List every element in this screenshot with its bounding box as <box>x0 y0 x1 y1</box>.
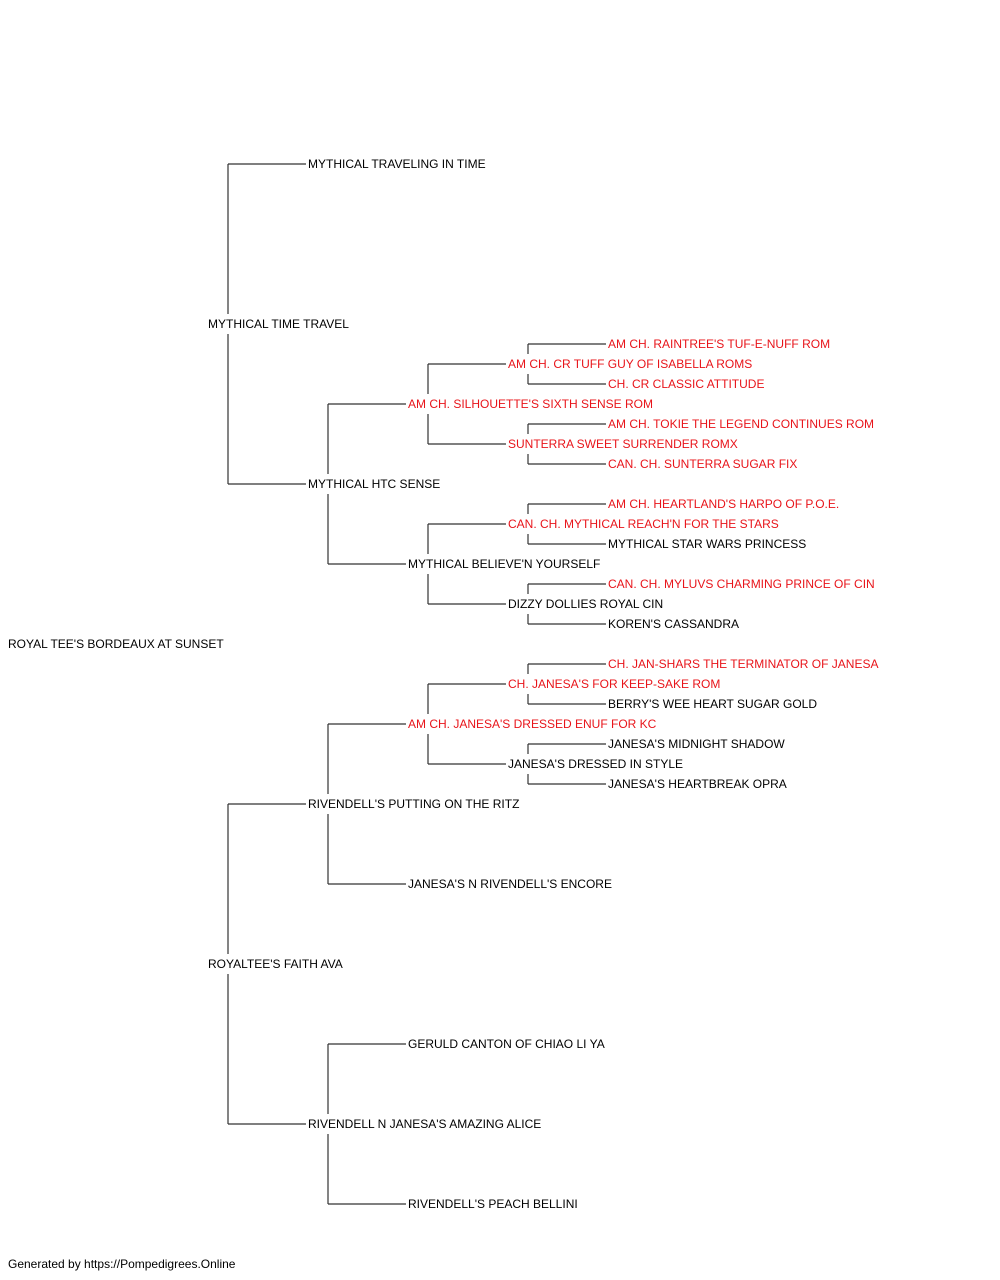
sire-dam-name[interactable]: MYTHICAL HTC SENSE <box>308 477 440 491</box>
dam-dam-name[interactable]: RIVENDELL N JANESA'S AMAZING ALICE <box>308 1117 541 1131</box>
subject-name[interactable]: ROYAL TEE'S BORDEAUX AT SUNSET <box>8 637 224 651</box>
sire-dam-sire-sire-dam-name[interactable]: CH. CR CLASSIC ATTITUDE <box>608 377 764 391</box>
sire-dam-dam-name[interactable]: MYTHICAL BELIEVE'N YOURSELF <box>408 557 600 571</box>
sire-dam-dam-dam-dam-name[interactable]: KOREN'S CASSANDRA <box>608 617 739 631</box>
dam-sire-sire-sire-name[interactable]: CH. JANESA'S FOR KEEP-SAKE ROM <box>508 677 720 691</box>
sire-name[interactable]: MYTHICAL TIME TRAVEL <box>208 317 349 331</box>
sire-dam-sire-dam-dam-name[interactable]: CAN. CH. SUNTERRA SUGAR FIX <box>608 457 797 471</box>
dam-sire-sire-dam-dam-name[interactable]: JANESA'S HEARTBREAK OPRA <box>608 777 787 791</box>
dam-sire-sire-sire-sire-name[interactable]: CH. JAN-SHARS THE TERMINATOR OF JANESA <box>608 657 878 671</box>
sire-dam-dam-sire-name[interactable]: CAN. CH. MYTHICAL REACH'N FOR THE STARS <box>508 517 779 531</box>
dam-sire-sire-name[interactable]: AM CH. JANESA'S DRESSED ENUF FOR KC <box>408 717 657 731</box>
dam-sire-sire-dam-name[interactable]: JANESA'S DRESSED IN STYLE <box>508 757 683 771</box>
sire-sire-name[interactable]: MYTHICAL TRAVELING IN TIME <box>308 157 486 171</box>
sire-dam-dam-sire-dam-name[interactable]: MYTHICAL STAR WARS PRINCESS <box>608 537 806 551</box>
dam-sire-dam-name[interactable]: JANESA'S N RIVENDELL'S ENCORE <box>408 877 612 891</box>
sire-dam-dam-dam-name[interactable]: DIZZY DOLLIES ROYAL CIN <box>508 597 663 611</box>
sire-dam-dam-dam-sire-name[interactable]: CAN. CH. MYLUVS CHARMING PRINCE OF CIN <box>608 577 875 591</box>
sire-dam-sire-name[interactable]: AM CH. SILHOUETTE'S SIXTH SENSE ROM <box>408 397 653 411</box>
sire-dam-sire-sire-sire-name[interactable]: AM CH. RAINTREE'S TUF-E-NUFF ROM <box>608 337 830 351</box>
dam-sire-sire-dam-sire-name[interactable]: JANESA'S MIDNIGHT SHADOW <box>608 737 785 751</box>
sire-dam-sire-dam-name[interactable]: SUNTERRA SWEET SURRENDER ROMX <box>508 437 738 451</box>
sire-dam-sire-sire-name[interactable]: AM CH. CR TUFF GUY OF ISABELLA ROMS <box>508 357 752 371</box>
dam-name[interactable]: ROYALTEE'S FAITH AVA <box>208 957 343 971</box>
sire-dam-sire-dam-sire-name[interactable]: AM CH. TOKIE THE LEGEND CONTINUES ROM <box>608 417 874 431</box>
footer-credit: Generated by https://Pompedigrees.Online <box>8 1257 236 1271</box>
sire-dam-dam-sire-sire-name[interactable]: AM CH. HEARTLAND'S HARPO OF P.O.E. <box>608 497 839 511</box>
dam-dam-sire-name[interactable]: GERULD CANTON OF CHIAO LI YA <box>408 1037 605 1051</box>
dam-sire-name[interactable]: RIVENDELL'S PUTTING ON THE RITZ <box>308 797 519 811</box>
dam-dam-dam-name[interactable]: RIVENDELL'S PEACH BELLINI <box>408 1197 578 1211</box>
dam-sire-sire-sire-dam-name[interactable]: BERRY'S WEE HEART SUGAR GOLD <box>608 697 817 711</box>
